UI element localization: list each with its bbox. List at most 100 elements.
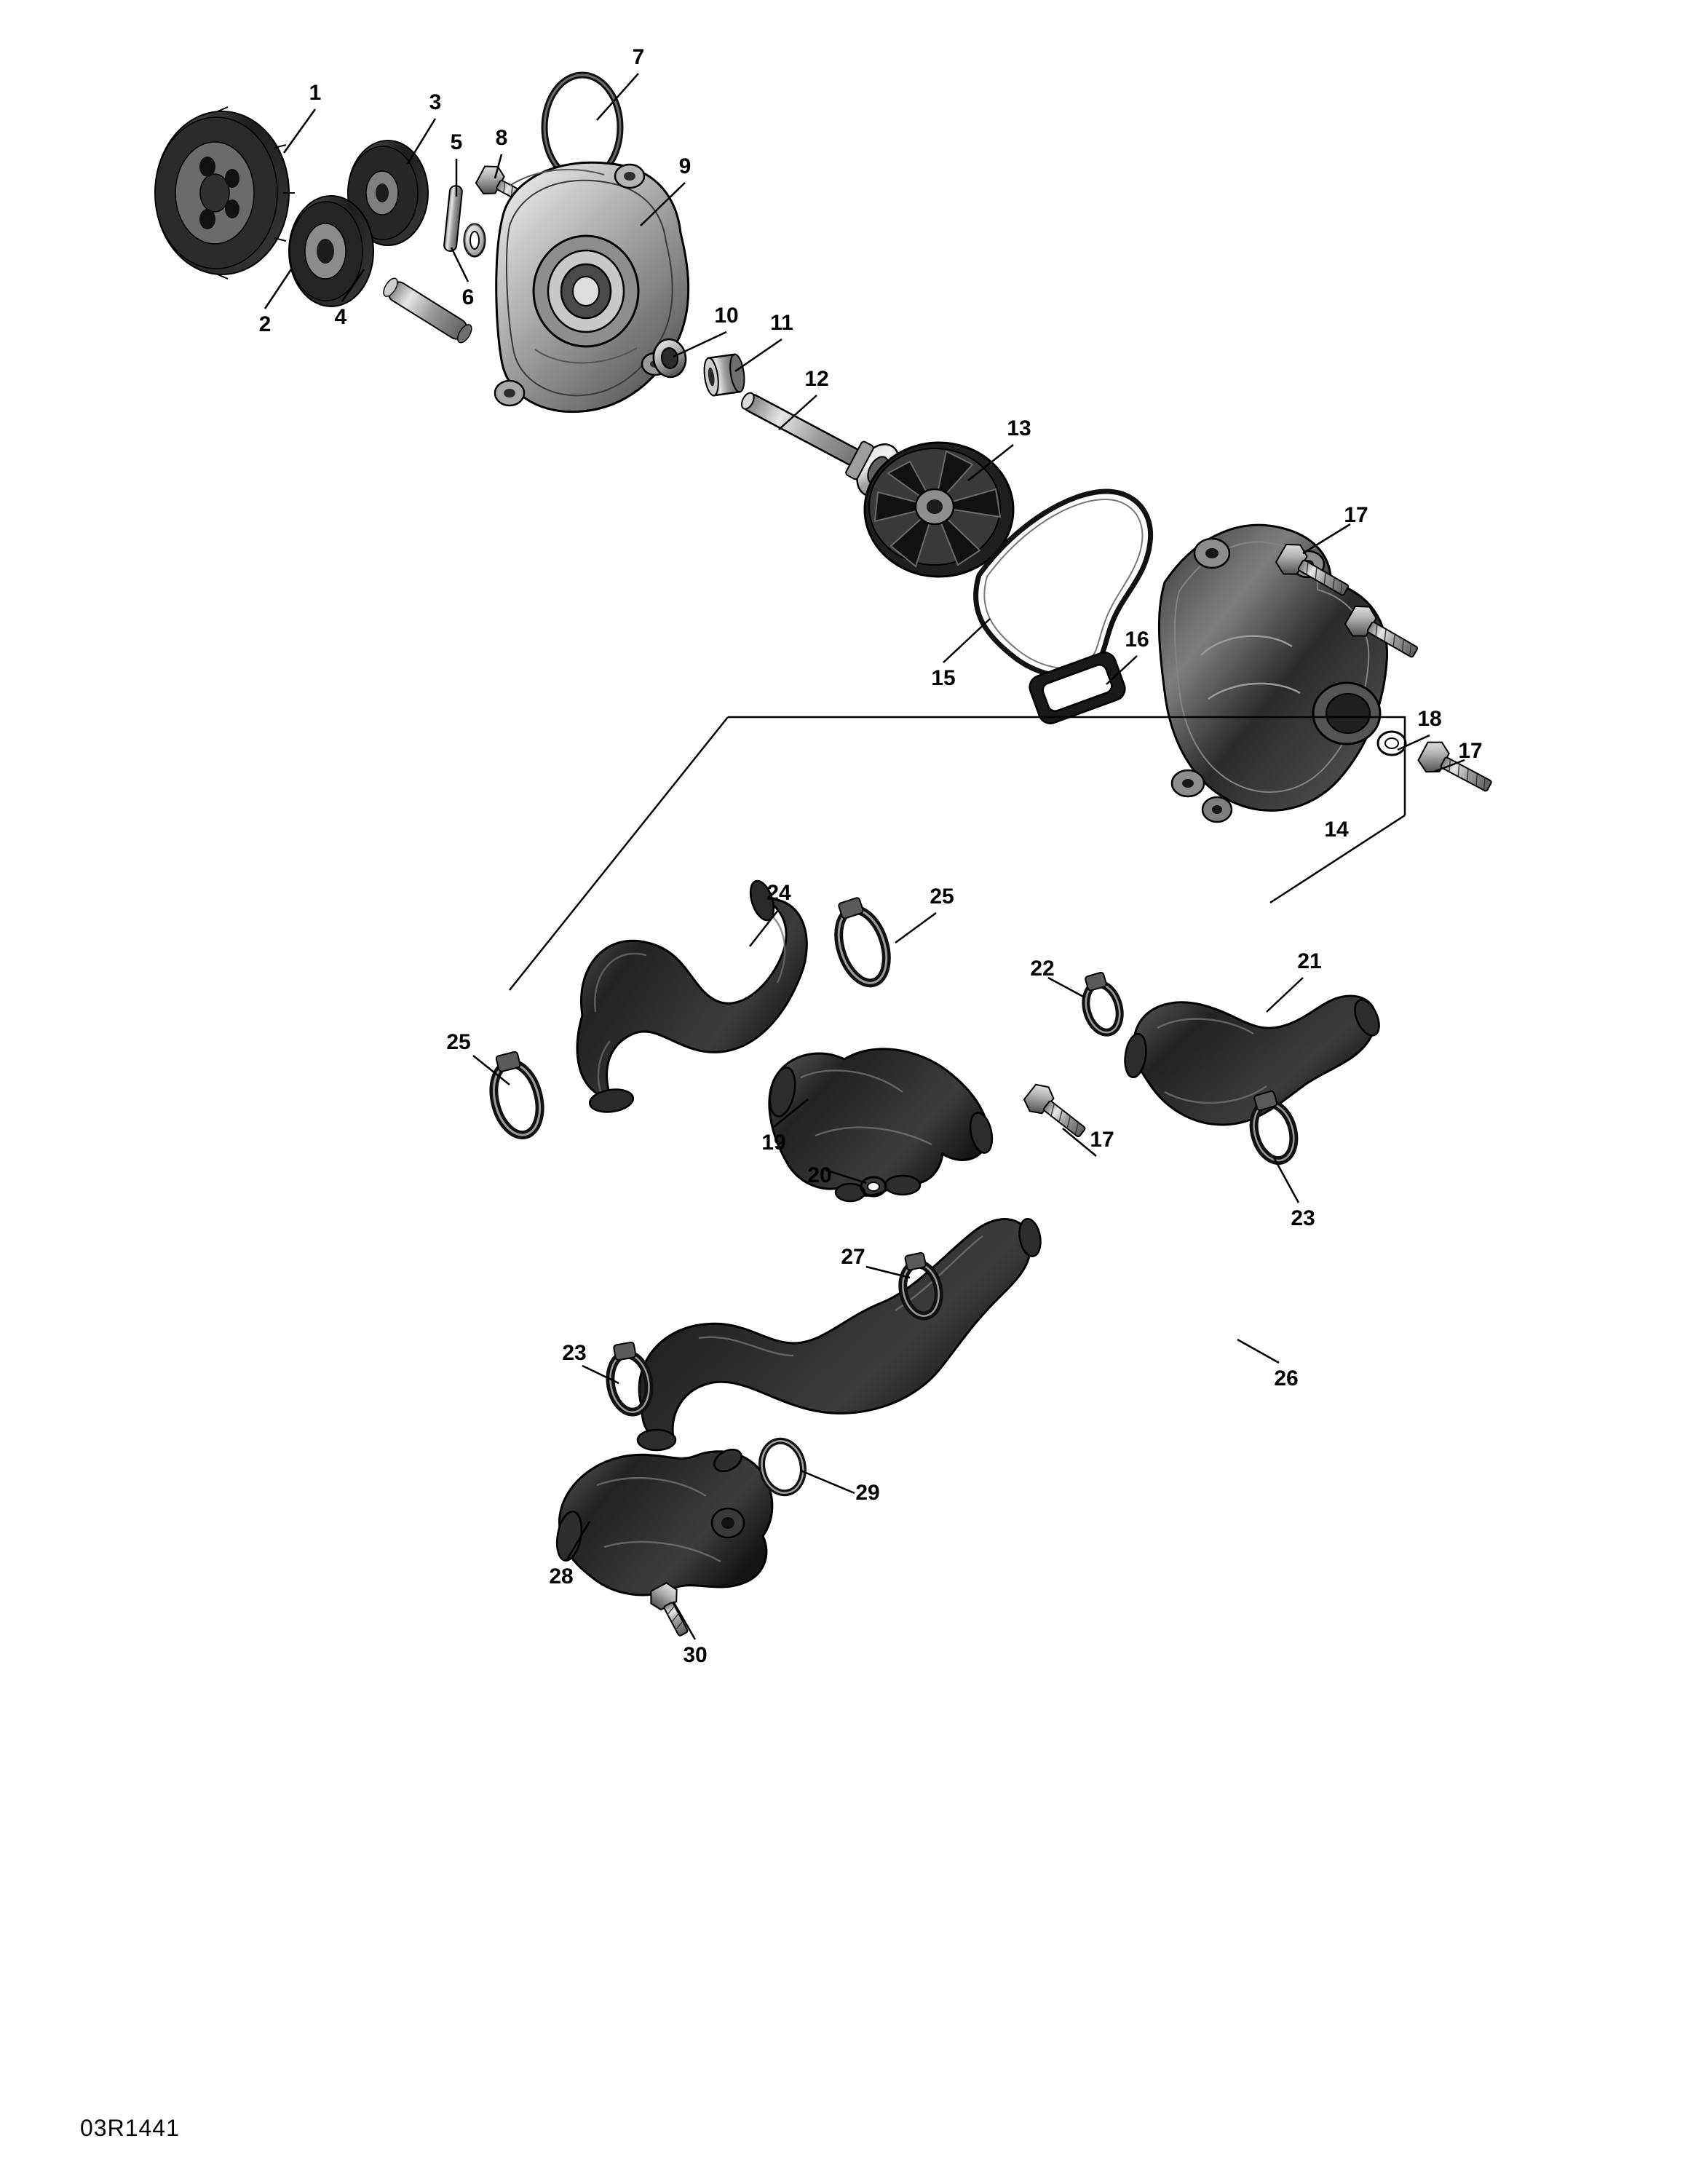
leader-line-29 [565, 1521, 591, 1562]
callout-impeller-13: 13 [1007, 416, 1031, 440]
callout-thermostat-housing-28: 28 [549, 1564, 574, 1588]
leader-line-30 [800, 1469, 855, 1495]
leader-line-14 [1106, 655, 1138, 685]
part-23-clamp-left-lower [606, 1341, 654, 1417]
leader-line-16 [1397, 734, 1430, 751]
callout-o-ring-thermostat-29: 29 [855, 1481, 880, 1505]
callout-impeller-shaft-12: 12 [804, 367, 829, 391]
part-15-gasket [973, 488, 1154, 678]
callout-water-outlet-fitting-19: 19 [761, 1131, 786, 1155]
leader-line-1 [263, 269, 293, 309]
callout-gasket-rectangular-16: 16 [1125, 628, 1149, 652]
callout-screw-hex-flange-17b: 17 [1458, 739, 1483, 763]
callout-gasket-cover-15: 15 [931, 666, 956, 690]
callout-hose-s-bend-24: 24 [766, 881, 791, 905]
leader-line-0 [282, 108, 317, 154]
part-21-hose-elbow [1124, 994, 1380, 1126]
callout-screw-short-8: 8 [495, 126, 508, 150]
callout-o-ring-small-20: 20 [807, 1163, 832, 1187]
part-17-screw-lower-right [1417, 741, 1492, 792]
leader-line-32 [1062, 1128, 1097, 1157]
leader-line-31 [672, 1601, 697, 1640]
part-30-screw [650, 1582, 689, 1637]
part-3-idler-gear [347, 140, 429, 246]
callout-o-ring-large-7: 7 [632, 45, 645, 69]
callout-screw-hex-flange-17c: 17 [1090, 1128, 1114, 1152]
callout-clamp-small-22: 22 [1030, 957, 1055, 981]
callout-shaft-pin-4: 4 [334, 305, 347, 329]
callout-hose-long-lower-26: 26 [1274, 1366, 1299, 1390]
callout-washer-small-6: 6 [461, 285, 475, 309]
leader-line-2 [406, 118, 437, 165]
leader-line-12 [967, 444, 1014, 481]
part-11-bearing [703, 353, 745, 397]
part-14-water-pump-assembly [1157, 523, 1389, 823]
callout-hose-elbow-right-21: 21 [1297, 949, 1322, 973]
callout-clamp-large-25: 25 [930, 885, 954, 909]
part-16-gasket-rect [1029, 652, 1126, 724]
leader-line-7 [494, 154, 503, 179]
callout-clamp-large-25b: 25 [446, 1030, 471, 1054]
leader-line-6 [596, 73, 639, 121]
leader-line-24 [895, 911, 937, 944]
part-9-pump-housing [494, 161, 690, 414]
part-13-impeller [863, 441, 1015, 578]
leader-line-13 [943, 618, 991, 663]
callout-clamp-medium-27: 27 [841, 1245, 865, 1269]
callout-clamp-medium-23: 23 [1291, 1206, 1315, 1230]
part-4-shaft [383, 277, 472, 344]
part-25-clamp-left [489, 1051, 544, 1140]
leader-line-18 [773, 1099, 809, 1128]
leader-line-8 [640, 182, 686, 226]
callout-driven-gear-lower-2: 2 [258, 312, 272, 336]
leader-line-19 [825, 1168, 867, 1184]
leader-line-17 [1433, 759, 1465, 773]
callout-water-pump-assembly-14: 14 [1324, 818, 1349, 842]
leader-line-11 [778, 395, 817, 430]
part-28-thermostat-housing [555, 1448, 774, 1597]
part-29-o-ring [758, 1437, 807, 1497]
part-2-driven-gear [288, 195, 374, 307]
part-18-washer [1376, 730, 1407, 756]
leader-line-27 [865, 1265, 911, 1279]
leader-line-3 [341, 269, 365, 302]
callout-dowel-pin-5: 5 [450, 130, 463, 154]
part-10-seal [652, 338, 687, 379]
leader-line-9 [673, 331, 727, 358]
leader-line-15 [1302, 523, 1351, 555]
callout-screw-hex-flange-17: 17 [1344, 503, 1368, 527]
callout-pump-housing-9: 9 [678, 154, 692, 178]
leader-line-23 [749, 909, 780, 947]
part-17-screw-center [1023, 1083, 1086, 1138]
part-22-clamp-small [1082, 971, 1124, 1037]
callout-bearing-11: 11 [770, 311, 793, 335]
leader-line-5 [450, 247, 469, 282]
leader-lines [263, 73, 1465, 1640]
part-1-drive-gear [154, 106, 295, 280]
leader-line-22 [1272, 1157, 1300, 1203]
leader-line-21 [1047, 976, 1085, 999]
part-25-clamp-upper [834, 897, 891, 988]
part-19-outlet-fitting [768, 1048, 994, 1203]
callout-drive-gear-1: 1 [309, 81, 322, 105]
callout-screw-thermostat-30: 30 [683, 1643, 708, 1667]
drawing-number: 03R1441 [80, 2115, 180, 2141]
part-17-screws-upper [1275, 543, 1419, 658]
leader-line-25 [472, 1055, 510, 1085]
leader-line-28 [582, 1364, 619, 1385]
part-23-clamp-right [1249, 1090, 1299, 1166]
leader-line-10 [734, 338, 782, 373]
part-5-dowel-pin [443, 185, 463, 252]
part-24-hose-s-bend [576, 879, 808, 1113]
callout-clamp-medium-23b: 23 [562, 1341, 587, 1365]
assembly-bracket-lines [509, 716, 1406, 991]
leader-line-20 [1266, 977, 1304, 1013]
part-6-washer [463, 223, 486, 258]
callout-idler-gear-3: 3 [429, 90, 442, 114]
leader-line-26 [1237, 1338, 1280, 1364]
part-20-o-ring-small [860, 1176, 887, 1198]
part-27-clamp [898, 1251, 943, 1321]
callout-seal-10: 10 [714, 304, 739, 328]
